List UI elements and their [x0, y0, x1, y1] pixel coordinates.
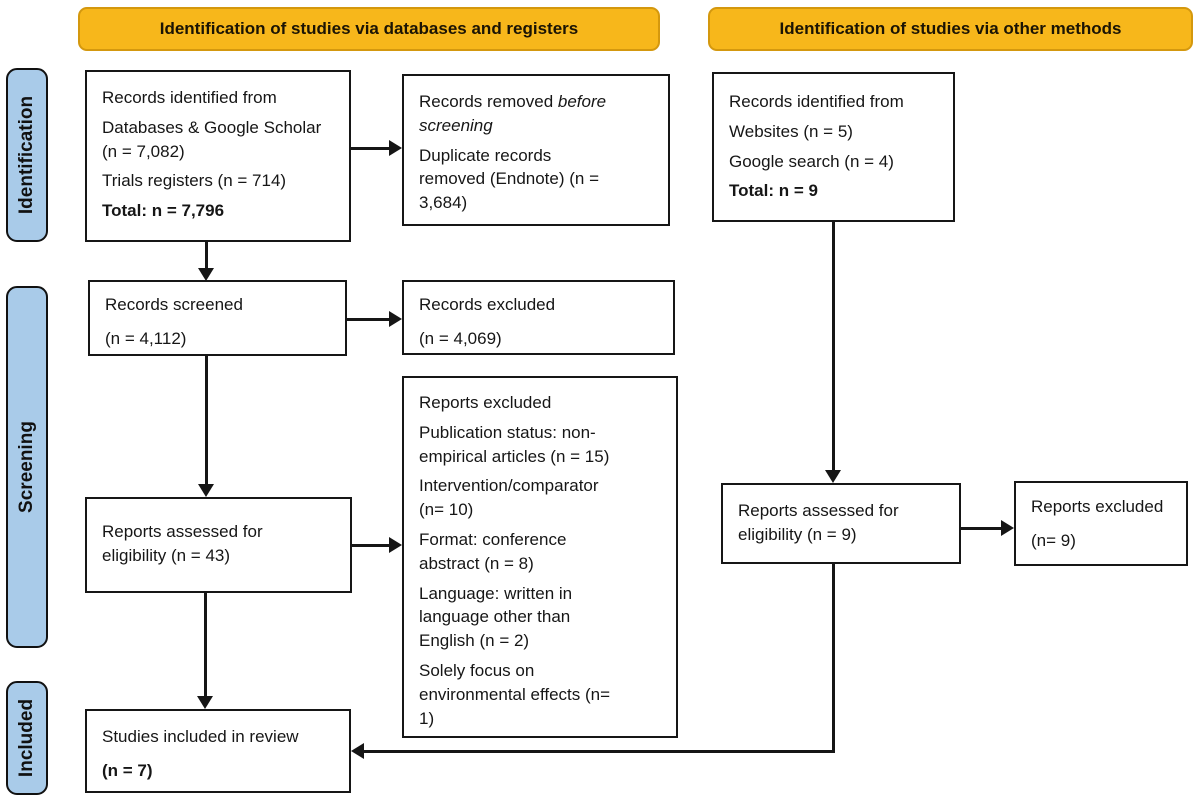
- banner-databases-registers-label: Identification of studies via databases …: [159, 19, 579, 38]
- list-item: Intervention/comparator (n= 10): [419, 476, 599, 520]
- box-line: Reports excluded: [1031, 497, 1164, 516]
- box-studies-included: Studies included in review (n = 7): [85, 709, 351, 793]
- list-item: Databases & Google Scholar (n = 7,082): [102, 117, 322, 161]
- box-line: (n = 4,069): [419, 328, 502, 348]
- records-removed-emphasis: before screening: [419, 92, 607, 135]
- box-reports-excluded-other: Reports excluded (n= 9): [1014, 481, 1188, 566]
- box-records-screened: Records screened (n = 4,112): [88, 280, 347, 356]
- box-line: Records excluded: [419, 295, 556, 314]
- stage-identification-label: Identification: [16, 95, 38, 215]
- box-reports-assessed-databases: Reports assessed for eligibility (n = 43…: [85, 497, 352, 593]
- box-line: Reports assessed for eligibility (n = 43…: [102, 522, 263, 565]
- stage-included: Included: [6, 681, 48, 795]
- box-intro: Records identified from: [729, 92, 904, 111]
- box-line: (n= 9): [1031, 530, 1076, 550]
- arrow-right-icon: [389, 311, 402, 327]
- arrow-right-icon: [1001, 520, 1014, 536]
- box-records-identified-other: Records identified from Websites (n = 5)…: [712, 72, 955, 222]
- box-intro: Records identified from: [102, 88, 277, 107]
- list-item: Trials registers (n = 714): [102, 171, 287, 191]
- total-line: Total: n = 9: [729, 181, 818, 201]
- box-line: (n = 7): [102, 760, 153, 780]
- arrow-left-icon: [351, 743, 364, 759]
- list-item: Duplicate records removed (Endnote) (n =…: [419, 145, 600, 213]
- stage-identification: Identification: [6, 68, 48, 242]
- total-line: Total: n = 7,796: [102, 201, 225, 221]
- arrow-line: [205, 356, 208, 484]
- list-item: Format: conference abstract (n = 8): [419, 529, 567, 573]
- arrow-line: [205, 242, 208, 268]
- box-line: Studies included in review: [102, 727, 299, 746]
- stage-included-label: Included: [16, 698, 37, 778]
- box-line: Reports assessed for eligibility (n = 9): [738, 501, 899, 544]
- arrow-down-icon: [198, 268, 214, 281]
- list-item: Language: written in language other than…: [419, 583, 573, 651]
- arrow-line: [204, 593, 207, 696]
- box-reports-excluded-reasons: Reports excluded Publication status: non…: [402, 376, 678, 738]
- list-item: Solely focus on environmental effects (n…: [419, 660, 611, 728]
- stage-screening-label: Screening: [16, 421, 37, 513]
- arrow-right-icon: [389, 140, 402, 156]
- arrow-line: [832, 222, 835, 470]
- arrow-line: [351, 147, 389, 150]
- list-item: Google search (n = 4): [729, 151, 894, 171]
- arrow-line: [347, 318, 389, 321]
- arrow-line: [352, 544, 389, 547]
- arrow-down-icon: [198, 484, 214, 497]
- records-removed-prefix: Records removed: [419, 92, 558, 111]
- arrow-line: [961, 527, 1001, 530]
- arrow-down-icon: [197, 696, 213, 709]
- stage-screening: Screening: [6, 286, 48, 648]
- box-line: Records screened: [105, 295, 243, 314]
- banner-other-methods-label: Identification of studies via other meth…: [779, 19, 1122, 38]
- box-records-identified-databases: Records identified from Databases & Goog…: [85, 70, 351, 242]
- box-records-excluded: Records excluded (n = 4,069): [402, 280, 675, 355]
- list-item: Websites (n = 5): [729, 121, 853, 141]
- box-title: Reports excluded: [419, 393, 552, 412]
- banner-other-methods: Identification of studies via other meth…: [708, 7, 1193, 51]
- arrow-right-icon: [389, 537, 402, 553]
- arrow-down-icon: [825, 470, 841, 483]
- arrow-line: [363, 750, 835, 753]
- box-line: (n = 4,112): [105, 328, 187, 348]
- banner-databases-registers: Identification of studies via databases …: [78, 7, 660, 51]
- arrow-line: [832, 564, 835, 752]
- box-intro: Records removed before screening: [419, 90, 660, 138]
- box-records-removed: Records removed before screening Duplica…: [402, 74, 670, 226]
- list-item: Publication status: non-empirical articl…: [419, 422, 610, 466]
- box-reports-assessed-other: Reports assessed for eligibility (n = 9): [721, 483, 961, 564]
